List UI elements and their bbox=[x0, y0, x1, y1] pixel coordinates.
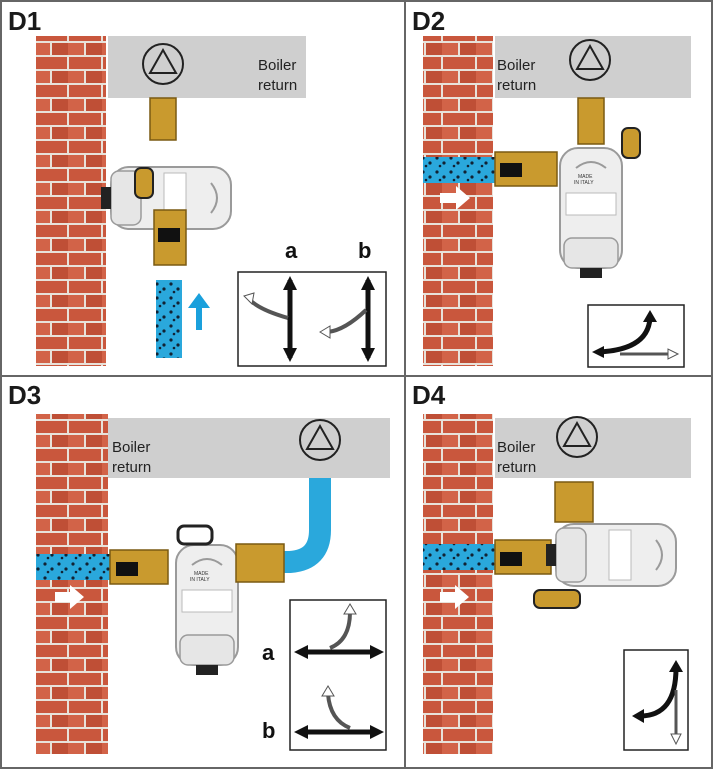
pump-symbol-icon bbox=[569, 39, 611, 81]
water-pipe bbox=[36, 554, 110, 580]
water-pipe-bend bbox=[282, 478, 331, 573]
dirt-separator bbox=[545, 523, 677, 587]
flow-direction-arrow-icon bbox=[440, 585, 469, 609]
option-b-arrow-icon bbox=[319, 276, 375, 362]
device-italy-label: IN ITALY bbox=[574, 180, 594, 186]
boiler-label-line2: return bbox=[497, 77, 536, 94]
boiler-return-band bbox=[108, 36, 306, 98]
panel-d4: D4 Boiler return bbox=[412, 380, 691, 754]
panel-d1: D1 Boiler return a b bbox=[8, 6, 387, 367]
boiler-return-band bbox=[495, 36, 691, 98]
brass-fitting bbox=[577, 97, 605, 145]
panel-d3: D3 Boiler return MADE IN ITALY a b bbox=[8, 380, 390, 754]
dirt-separator bbox=[559, 147, 623, 279]
device-made-label: MADE bbox=[194, 571, 209, 577]
magnet-handle bbox=[621, 127, 641, 159]
dirt-separator bbox=[175, 544, 239, 676]
option-a-arrow-icon bbox=[243, 276, 297, 362]
water-pipe bbox=[156, 280, 182, 358]
flow-direction-arrow-icon bbox=[188, 293, 210, 330]
option-b-arrow-icon bbox=[294, 685, 384, 739]
boiler-label-line2: return bbox=[112, 459, 151, 476]
panel-d2: D2 Boiler return MADE IN ITALY bbox=[412, 6, 691, 368]
pump-symbol-icon bbox=[299, 419, 341, 461]
brass-fitting bbox=[235, 543, 285, 583]
option-a-label: a bbox=[262, 640, 275, 665]
pump-symbol-icon bbox=[142, 43, 184, 85]
orientation-arrow-icon bbox=[632, 660, 683, 746]
boiler-label-line1: Boiler bbox=[258, 57, 296, 74]
boiler-label-line1: Boiler bbox=[497, 439, 535, 456]
option-b-label: b bbox=[262, 718, 275, 743]
brick-wall bbox=[423, 414, 493, 754]
panel-d1-title: D1 bbox=[8, 6, 41, 36]
brick-wall bbox=[36, 36, 106, 366]
boiler-label-line1: Boiler bbox=[497, 57, 535, 74]
flow-direction-arrow-icon bbox=[440, 186, 470, 210]
water-pipe bbox=[423, 544, 495, 570]
pump-symbol-icon bbox=[556, 416, 598, 458]
water-pipe bbox=[423, 157, 495, 183]
valve-handle bbox=[116, 562, 138, 576]
panel-d3-title: D3 bbox=[8, 380, 41, 410]
brass-fitting bbox=[554, 481, 594, 523]
option-a-arrow-icon bbox=[294, 603, 384, 659]
valve-handle bbox=[500, 163, 522, 177]
panel-d2-title: D2 bbox=[412, 6, 445, 36]
orientation-inset bbox=[237, 271, 387, 367]
brass-fitting bbox=[149, 97, 177, 141]
panel-d4-title: D4 bbox=[412, 380, 446, 410]
boiler-label-line2: return bbox=[497, 459, 536, 476]
valve-handle bbox=[500, 552, 522, 566]
magnet-handle bbox=[533, 589, 581, 609]
flow-direction-arrow-icon bbox=[55, 585, 84, 609]
device-made-label: MADE bbox=[578, 174, 593, 180]
option-a-label: a bbox=[285, 238, 298, 263]
device-italy-label: IN ITALY bbox=[190, 577, 210, 583]
boiler-return-band bbox=[108, 418, 390, 478]
orientation-arrow-icon bbox=[592, 310, 680, 360]
option-b-label: b bbox=[358, 238, 371, 263]
magnet-handle bbox=[176, 524, 214, 546]
brick-wall bbox=[36, 414, 108, 754]
boiler-label-line2: return bbox=[258, 77, 297, 94]
magnet-handle bbox=[134, 167, 154, 199]
boiler-label-line1: Boiler bbox=[112, 439, 150, 456]
valve-handle bbox=[158, 228, 180, 242]
